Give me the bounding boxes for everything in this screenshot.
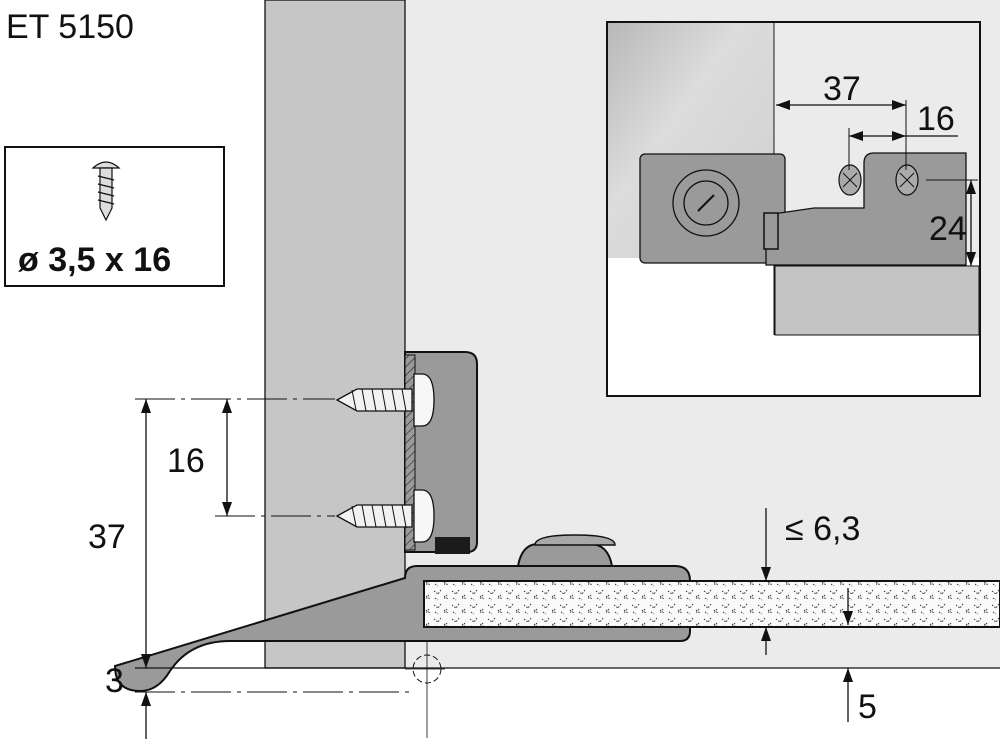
dim-bottom: 5 [858,688,877,726]
bottom-panel [423,580,1000,628]
screw-bottom [335,489,435,543]
inset-dim-total: 37 [823,70,861,108]
dim-panel-thickness: ≤ 6,3 [785,510,860,548]
inset-dim-spacing: 16 [917,100,955,138]
title: ET 5150 [6,8,134,46]
screw-spec-box: ø 3,5 x 16 [4,146,225,287]
dim-screw-spacing: 16 [167,442,205,480]
side-dimensions: 16 37 3 [88,398,415,739]
inset-top-view: 37 16 24 [606,21,981,397]
dim-offset: 3 [105,662,124,700]
side-panel [264,0,406,669]
screw-icon [91,161,121,222]
screw-spec-label: ø 3,5 x 16 [18,241,171,279]
dim-total-height: 37 [88,518,126,556]
panel-dimensions: ≤ 6,3 5 [761,508,877,726]
screw-top [335,373,435,427]
inset-dim-height: 24 [929,210,967,248]
